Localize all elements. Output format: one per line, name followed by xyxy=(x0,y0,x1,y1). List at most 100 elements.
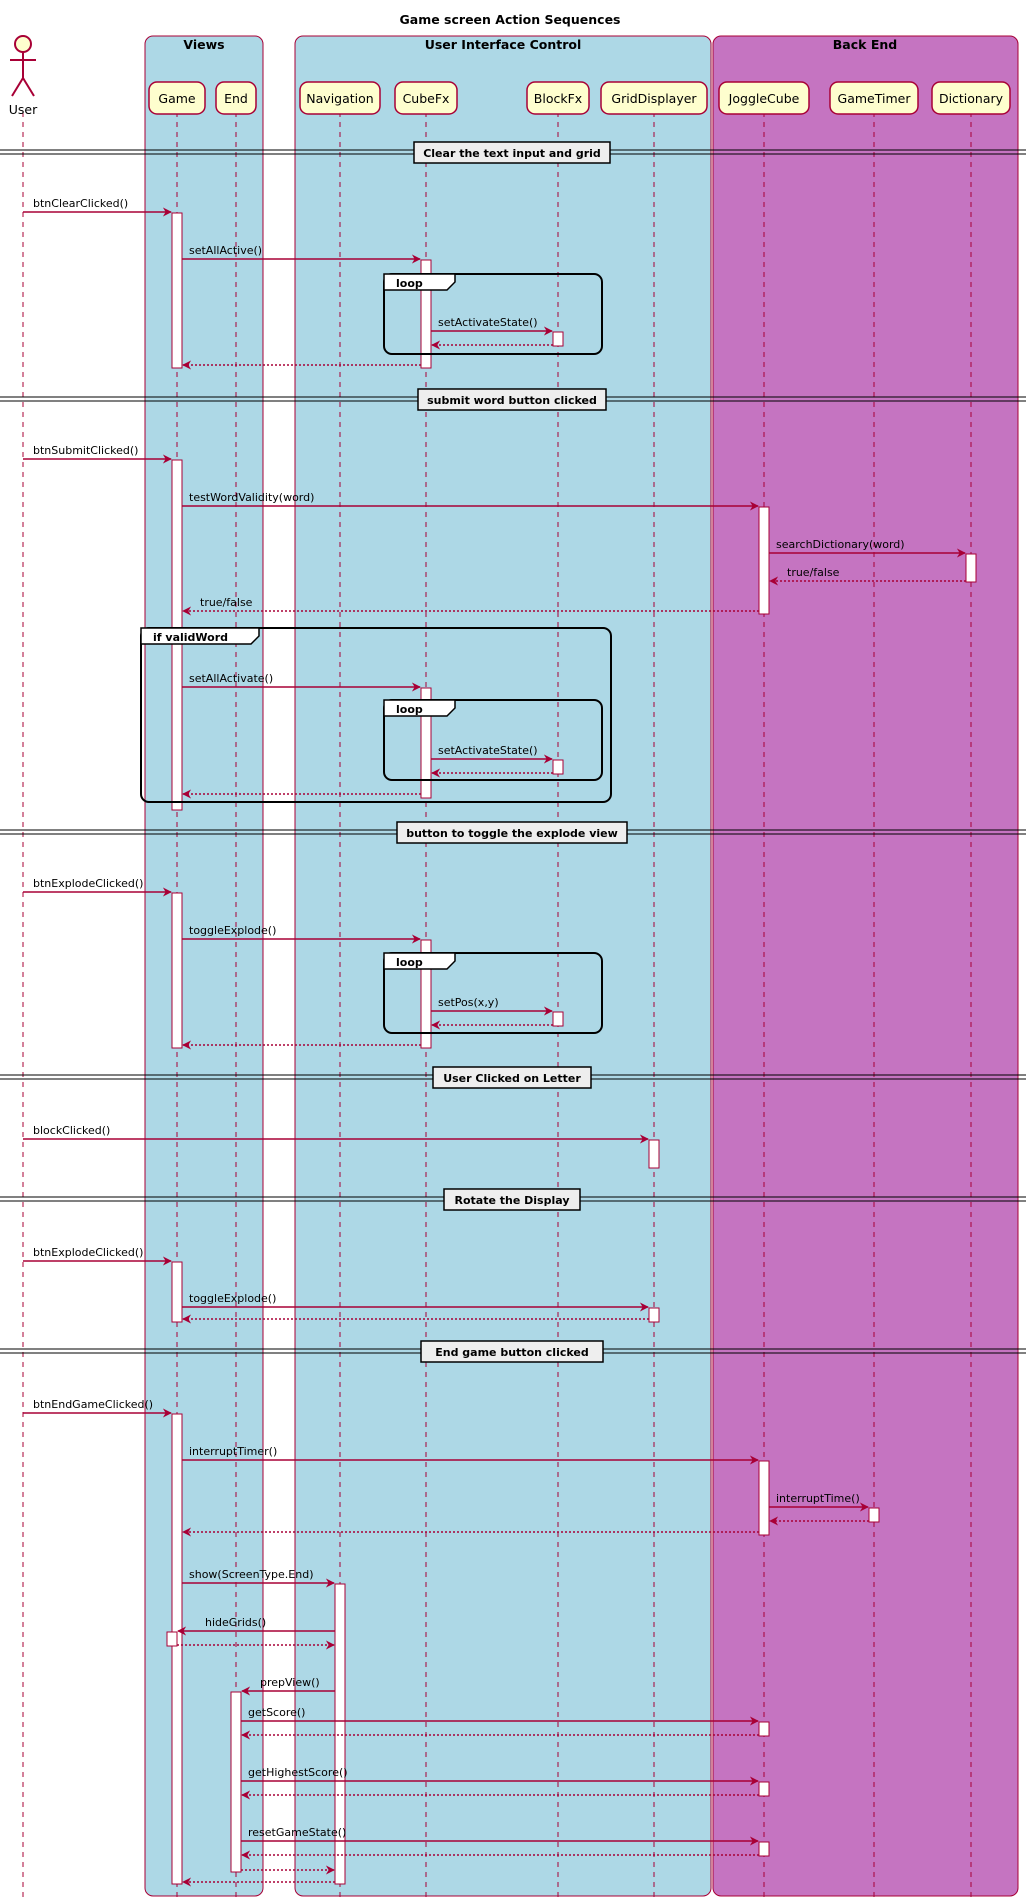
message: btnClearClicked() xyxy=(23,197,172,217)
section-label: button to toggle the explode view xyxy=(406,827,618,840)
participant-cubefx-label: CubeFx xyxy=(403,91,450,106)
message-return: true/false xyxy=(769,566,966,586)
message-label: setAllActive() xyxy=(189,244,262,257)
participant-jogglecube-label: JoggleCube xyxy=(728,91,800,106)
section-divider: Rotate the Display xyxy=(0,1188,1026,1211)
activation-bar xyxy=(334,1583,346,1885)
section-divider: button to toggle the explode view xyxy=(0,821,1026,844)
message-label: resetGameState() xyxy=(248,1826,346,1839)
fragment-loop: loop xyxy=(383,699,603,781)
message-label: interruptTimer() xyxy=(189,1445,277,1458)
activation-bar xyxy=(552,331,564,347)
message-label: btnExplodeClicked() xyxy=(33,877,143,890)
section-label: submit word button clicked xyxy=(427,394,597,407)
participant-blockfx-label: BlockFx xyxy=(534,91,582,106)
message-label: getScore() xyxy=(248,1706,305,1719)
message: searchDictionary(word) xyxy=(769,538,966,558)
section-label: Rotate the Display xyxy=(455,1194,570,1207)
message: btnExplodeClicked() xyxy=(23,1246,172,1266)
section-label: User Clicked on Letter xyxy=(443,1072,581,1085)
activation-bar xyxy=(758,506,770,615)
activation-bar xyxy=(166,1631,178,1647)
message-label: searchDictionary(word) xyxy=(776,538,905,551)
activation-bar xyxy=(420,687,432,799)
participant-griddisplayer-label: GridDisplayer xyxy=(611,91,697,106)
section-divider: User Clicked on Letter xyxy=(0,1066,1026,1089)
message: setActivateState() xyxy=(431,744,553,764)
participant-griddisplayer: GridDisplayer xyxy=(600,81,708,115)
message: toggleExplode() xyxy=(182,1292,649,1312)
fragment-keyword: loop xyxy=(396,956,423,969)
fragment-loop: loop xyxy=(383,952,603,1034)
activation-bar xyxy=(648,1139,660,1169)
activation-bar xyxy=(420,259,432,369)
participant-game-label: Game xyxy=(158,91,196,106)
message-label: toggleExplode() xyxy=(189,924,276,937)
activation-bar xyxy=(171,212,183,369)
fragment-loop: loop xyxy=(383,273,603,355)
activation-bar xyxy=(420,939,432,1049)
message-label: show(ScreenType.End) xyxy=(189,1568,314,1581)
message-label: toggleExplode() xyxy=(189,1292,276,1305)
fragment-keyword: loop xyxy=(396,277,423,290)
message: interruptTime() xyxy=(769,1492,869,1512)
participant-dictionary: Dictionary xyxy=(931,81,1011,115)
message: hideGrids() xyxy=(177,1616,335,1636)
box-back-end-title: Back End xyxy=(833,37,897,52)
activation-bar xyxy=(965,553,977,583)
participant-blockfx: BlockFx xyxy=(526,81,590,115)
message: prepView() xyxy=(241,1676,335,1696)
messages: btnClearClicked() setAllActive() setActi… xyxy=(23,197,966,1887)
fragment-if: if validWord xyxy=(140,627,612,803)
message: setAllActivate() xyxy=(182,672,421,692)
participant-end-label: End xyxy=(224,91,248,106)
section-divider: Clear the text input and grid xyxy=(0,141,1026,164)
section-label: Clear the text input and grid xyxy=(423,147,601,160)
message: btnExplodeClicked() xyxy=(23,877,172,897)
message: getScore() xyxy=(241,1706,759,1726)
message-label: setPos(x,y) xyxy=(438,996,499,1009)
activation-bar xyxy=(171,1413,183,1885)
message: setAllActive() xyxy=(182,244,421,264)
activation-bar xyxy=(758,1721,770,1737)
message-label: setActivateState() xyxy=(438,744,538,757)
diagram-title: Game screen Action Sequences xyxy=(400,12,621,27)
stick-figure-icon xyxy=(10,35,36,97)
message-label: getHighestScore() xyxy=(248,1766,348,1779)
message: btnSubmitClicked() xyxy=(23,444,172,464)
activation-bar xyxy=(868,1507,880,1523)
message: toggleExplode() xyxy=(182,924,421,944)
box-back-end: Back End xyxy=(712,35,1019,1897)
activation-bar xyxy=(552,1011,564,1027)
message: resetGameState() xyxy=(241,1826,759,1846)
message-label: true/false xyxy=(787,566,840,579)
fragment-guard: validWord xyxy=(165,631,228,644)
participant-navigation-label: Navigation xyxy=(306,91,373,106)
message: blockClicked() xyxy=(23,1124,649,1144)
activation-bar xyxy=(648,1307,660,1323)
message-label: btnSubmitClicked() xyxy=(33,444,138,457)
box-ui-control: User Interface Control xyxy=(294,35,712,1897)
section-divider: submit word button clicked xyxy=(0,388,1026,411)
activation-bar xyxy=(171,1261,183,1323)
participant-jogglecube: JoggleCube xyxy=(718,81,810,115)
participant-end: End xyxy=(215,81,257,115)
message: btnEndGameClicked() xyxy=(23,1398,172,1418)
message-label: hideGrids() xyxy=(205,1616,266,1629)
message: interruptTimer() xyxy=(182,1445,759,1465)
message-label: prepView() xyxy=(260,1676,320,1689)
message-label: btnExplodeClicked() xyxy=(33,1246,143,1259)
message-label: interruptTime() xyxy=(776,1492,860,1505)
actor-user-label: User xyxy=(9,102,38,117)
participant-gametimer: GameTimer xyxy=(829,81,919,115)
message: show(ScreenType.End) xyxy=(182,1568,335,1588)
activation-bar xyxy=(758,1781,770,1797)
message-label: blockClicked() xyxy=(33,1124,110,1137)
participant-gametimer-label: GameTimer xyxy=(838,91,912,106)
participant-dictionary-label: Dictionary xyxy=(939,91,1004,106)
message: setActivateState() xyxy=(431,316,553,336)
fragment-keyword: loop xyxy=(396,703,423,716)
message-label: setActivateState() xyxy=(438,316,538,329)
actor-user: User xyxy=(9,35,38,117)
message-label: btnEndGameClicked() xyxy=(33,1398,153,1411)
